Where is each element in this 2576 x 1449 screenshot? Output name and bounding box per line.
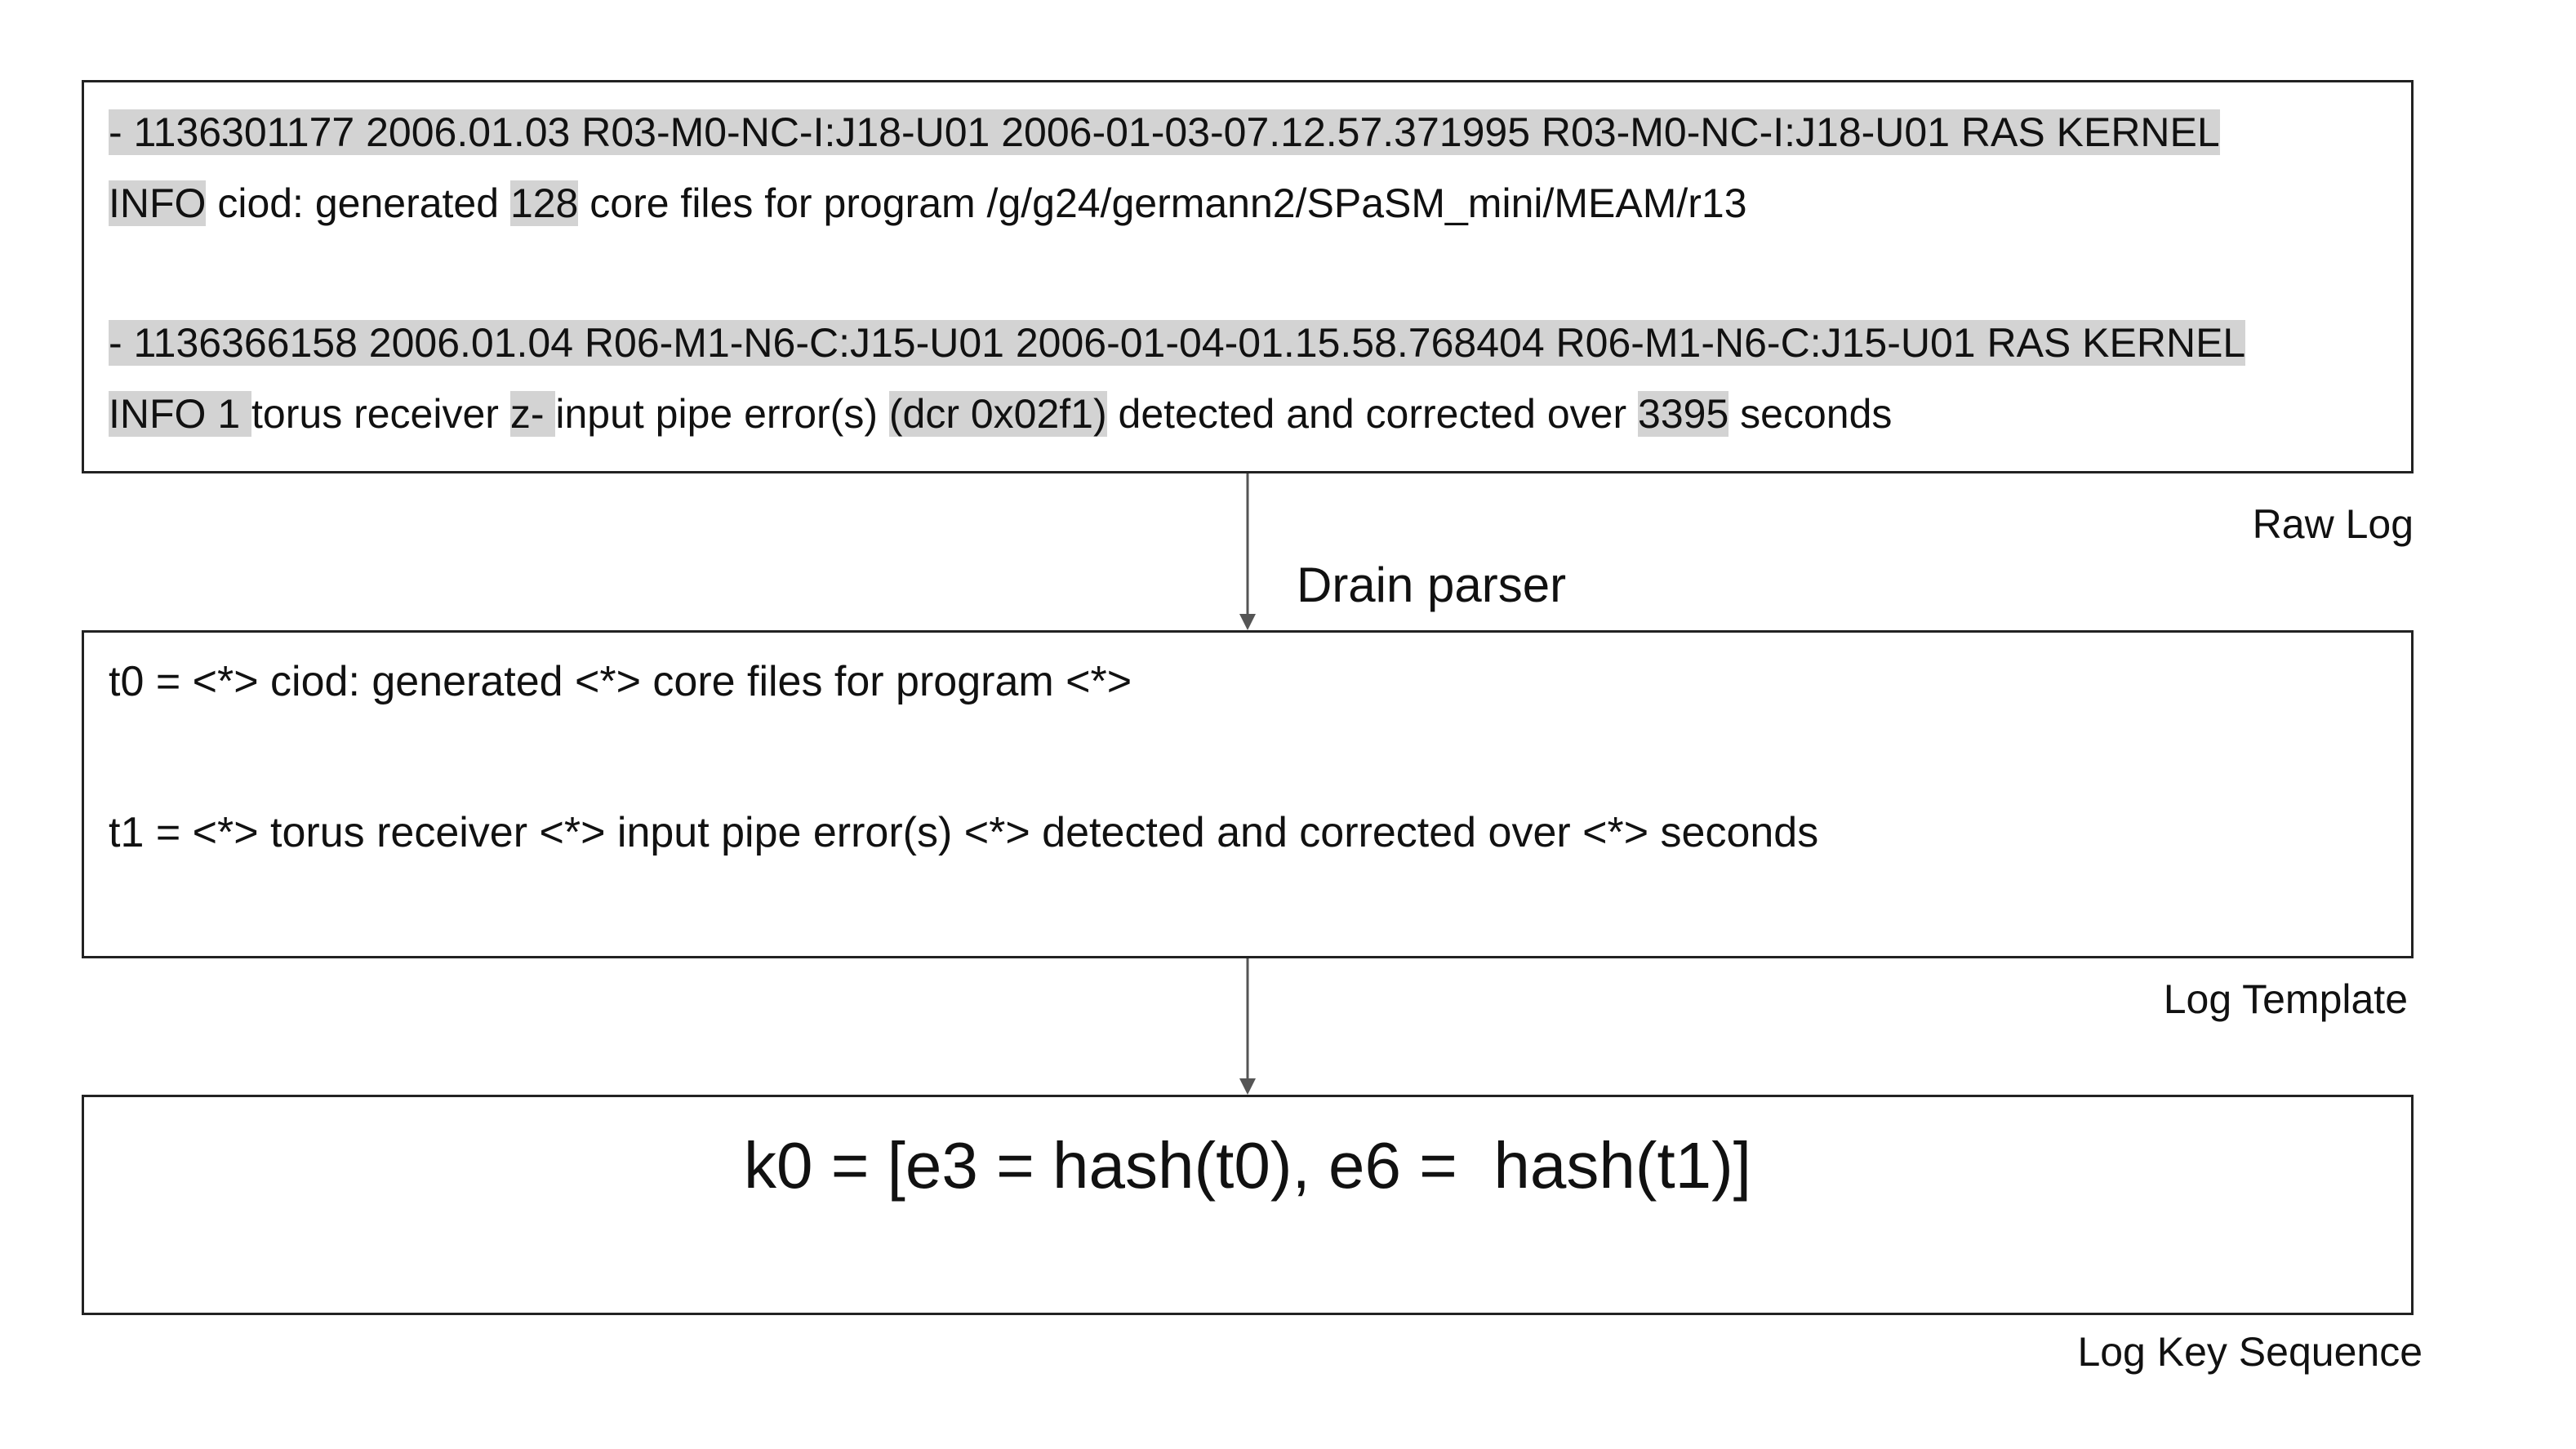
raw-log-entry-1-line-1: - 1136301177 2006.01.03 R03-M0-NC-I:J18-… xyxy=(109,107,2220,158)
raw-log-highlighted-segment: INFO xyxy=(109,180,207,226)
raw-log-highlighted-segment: INFO 1 xyxy=(109,391,252,437)
arrowhead-raw-to-template xyxy=(1239,614,1256,630)
template-line-t1: t1 = <*> torus receiver <*> input pipe e… xyxy=(109,809,1819,856)
log-template-caption: Log Template xyxy=(2163,976,2408,1022)
raw-log-segment: ciod: generated xyxy=(206,180,510,226)
log-key-sequence-box: k0 = [e3 = hash(t0), e6 = hash(t1)] xyxy=(82,1095,2414,1315)
raw-log-box: - 1136301177 2006.01.03 R03-M0-NC-I:J18-… xyxy=(82,80,2414,473)
raw-log-segment: detected and corrected over xyxy=(1106,391,1639,437)
arrowhead-template-to-key xyxy=(1239,1078,1256,1095)
raw-log-entry-1-line-2: INFO ciod: generated 128 core files for … xyxy=(109,178,1747,229)
log-template-box: t0 = <*> ciod: generated <*> core files … xyxy=(82,630,2414,958)
raw-log-segment: torus receiver xyxy=(251,391,510,437)
log-key-expression: k0 = [e3 = hash(t0), e6 = hash(t1)] xyxy=(743,1129,1752,1202)
raw-log-entry-2-line-1: - 1136366158 2006.01.04 R06-M1-N6-C:J15-… xyxy=(109,318,2246,368)
raw-log-caption: Raw Log xyxy=(2252,501,2414,547)
raw-log-segment: core files for program /g/g24/germann2/S… xyxy=(578,180,1747,226)
raw-log-highlighted-segment: - 1136366158 2006.01.04 R06-M1-N6-C:J15-… xyxy=(109,320,2246,366)
raw-log-segment: seconds xyxy=(1728,391,1893,437)
raw-log-highlighted-segment: z- xyxy=(509,391,556,437)
raw-log-highlighted-segment: - 1136301177 2006.01.03 R03-M0-NC-I:J18-… xyxy=(109,109,2220,155)
raw-log-highlighted-segment: 128 xyxy=(509,180,579,226)
template-line-t0: t0 = <*> ciod: generated <*> core files … xyxy=(109,658,1132,705)
raw-log-highlighted-segment: (dcr 0x02f1) xyxy=(888,391,1107,437)
raw-log-entry-2-line-2: INFO 1 torus receiver z- input pipe erro… xyxy=(109,389,1892,439)
parser-label: Drain parser xyxy=(1297,558,1567,612)
raw-log-highlighted-segment: 3395 xyxy=(1638,391,1729,437)
raw-log-segment: input pipe error(s) xyxy=(555,391,889,437)
log-key-sequence-caption: Log Key Sequence xyxy=(2077,1329,2423,1375)
